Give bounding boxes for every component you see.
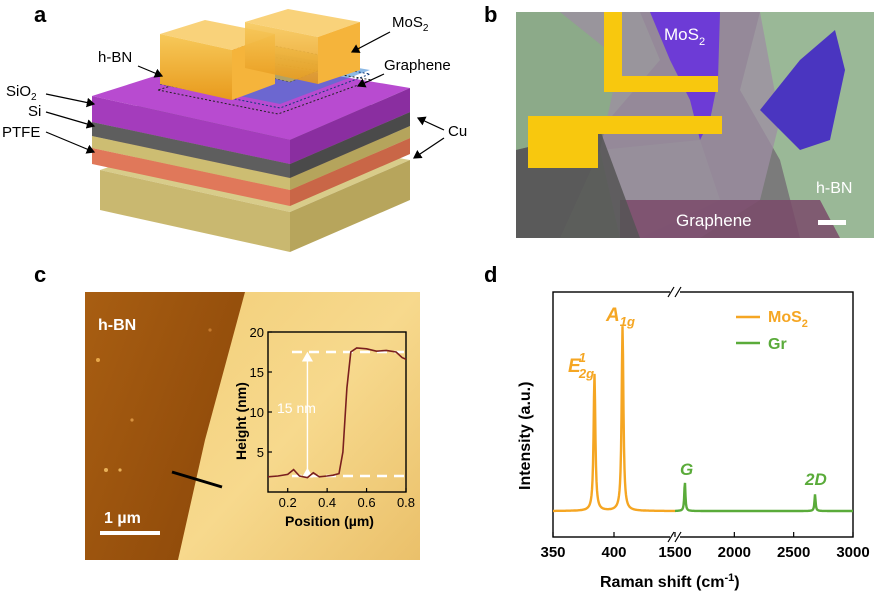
- peak-label-2d: 2D: [804, 470, 827, 489]
- label-graphene-b: Graphene: [676, 211, 752, 230]
- label-sio2: SiO2: [6, 83, 37, 103]
- ptfe-layer-side: [290, 138, 410, 206]
- inset-ytick-label: 20: [250, 325, 264, 340]
- label-mos2-a: MoS2: [392, 14, 429, 34]
- top-cu-side: [290, 126, 410, 190]
- inset-ytick-label: 15: [250, 365, 264, 380]
- top-cu-front: [92, 136, 290, 190]
- panel-letter-c: c: [34, 262, 47, 287]
- inset-xtick-label: 0.6: [358, 495, 376, 510]
- label-hbn-c: h-BN: [98, 317, 136, 334]
- sio2-layer-front: [92, 96, 290, 164]
- inset-xtick-label: 0.2: [279, 495, 297, 510]
- raman-xtick-label: 3000: [836, 544, 869, 561]
- raman-frame: [552, 291, 854, 538]
- raman-series-graphene: [675, 482, 853, 513]
- label-mos2-b: MoS2: [664, 25, 705, 48]
- sio2-layer-side: [290, 88, 410, 164]
- panel-letter-d: d: [484, 262, 498, 287]
- inset-ytick-label: 5: [257, 445, 264, 460]
- afm-height-profile-inset: 5 10 15 20 0.2 0.4 0.6 0.8 15 nm Position (µm)…: [233, 325, 415, 529]
- afm-line-scan: [171, 470, 223, 489]
- label-cu: Cu: [448, 123, 467, 140]
- legend-label-gr: Gr: [768, 336, 787, 353]
- inset-height-profile-line: [267, 347, 407, 479]
- raman-xlabel: Raman shift (cm-1): [600, 572, 740, 591]
- inset-xtick-label: 0.8: [397, 495, 415, 510]
- panel-b-sem-image: MoS2 h-BN Graphene: [516, 12, 874, 238]
- si-layer-side: [290, 112, 410, 178]
- sem-electrode-top-bar: [604, 76, 718, 92]
- afm-scalebar-label: 1 µm: [104, 510, 141, 527]
- afm-scalebar: [100, 531, 160, 535]
- raman-xtick-label: 2500: [777, 544, 810, 561]
- raman-legend: MoS2 Gr: [736, 309, 808, 353]
- inset-ytick-label: 10: [250, 405, 264, 420]
- right-gold-electrode: [245, 9, 360, 84]
- sem-electrode-pad: [528, 116, 598, 168]
- peak-label-g: G: [680, 460, 693, 479]
- label-si: Si: [28, 103, 41, 120]
- si-layer-front: [92, 122, 290, 178]
- inset-xtick-label: 0.4: [318, 495, 336, 510]
- sem-electrode-vertical: [604, 12, 622, 92]
- raman-xtick-label: 400: [601, 544, 626, 561]
- legend-label-mos2: MoS2: [768, 309, 808, 330]
- label-hbn-a: h-BN: [98, 49, 132, 66]
- panel-letter-b: b: [484, 2, 498, 27]
- label-graphene-a: Graphene: [384, 57, 451, 74]
- inset-ylabel: Height (nm): [233, 382, 249, 460]
- ptfe-layer-front: [92, 148, 290, 206]
- panel-letter-a: a: [34, 2, 47, 27]
- raman-xtick-label: 350: [540, 544, 565, 561]
- panel-a-schematic: MoS2 h-BN Graphene SiO2 Si PTFE Cu: [2, 9, 467, 252]
- inset-xlabel: Position (µm): [285, 513, 374, 529]
- raman-series-mos2: [553, 326, 675, 513]
- raman-xtick-label: 2000: [718, 544, 751, 561]
- bottom-cu-side: [290, 160, 410, 252]
- peak-label-a1g: A1g: [605, 305, 635, 329]
- bottom-cu-front: [100, 170, 290, 252]
- label-hbn-b: h-BN: [816, 180, 852, 197]
- label-ptfe: PTFE: [2, 124, 40, 141]
- sem-scalebar: [818, 220, 846, 225]
- raman-axis-break-top: [667, 286, 682, 298]
- raman-ylabel: Intensity (a.u.): [517, 382, 534, 490]
- raman-xtick-label: 1500: [658, 544, 691, 561]
- inset-annotation-15nm: 15 nm: [277, 400, 316, 416]
- panel-c-afm-image: 1 µm h-BN: [85, 292, 420, 560]
